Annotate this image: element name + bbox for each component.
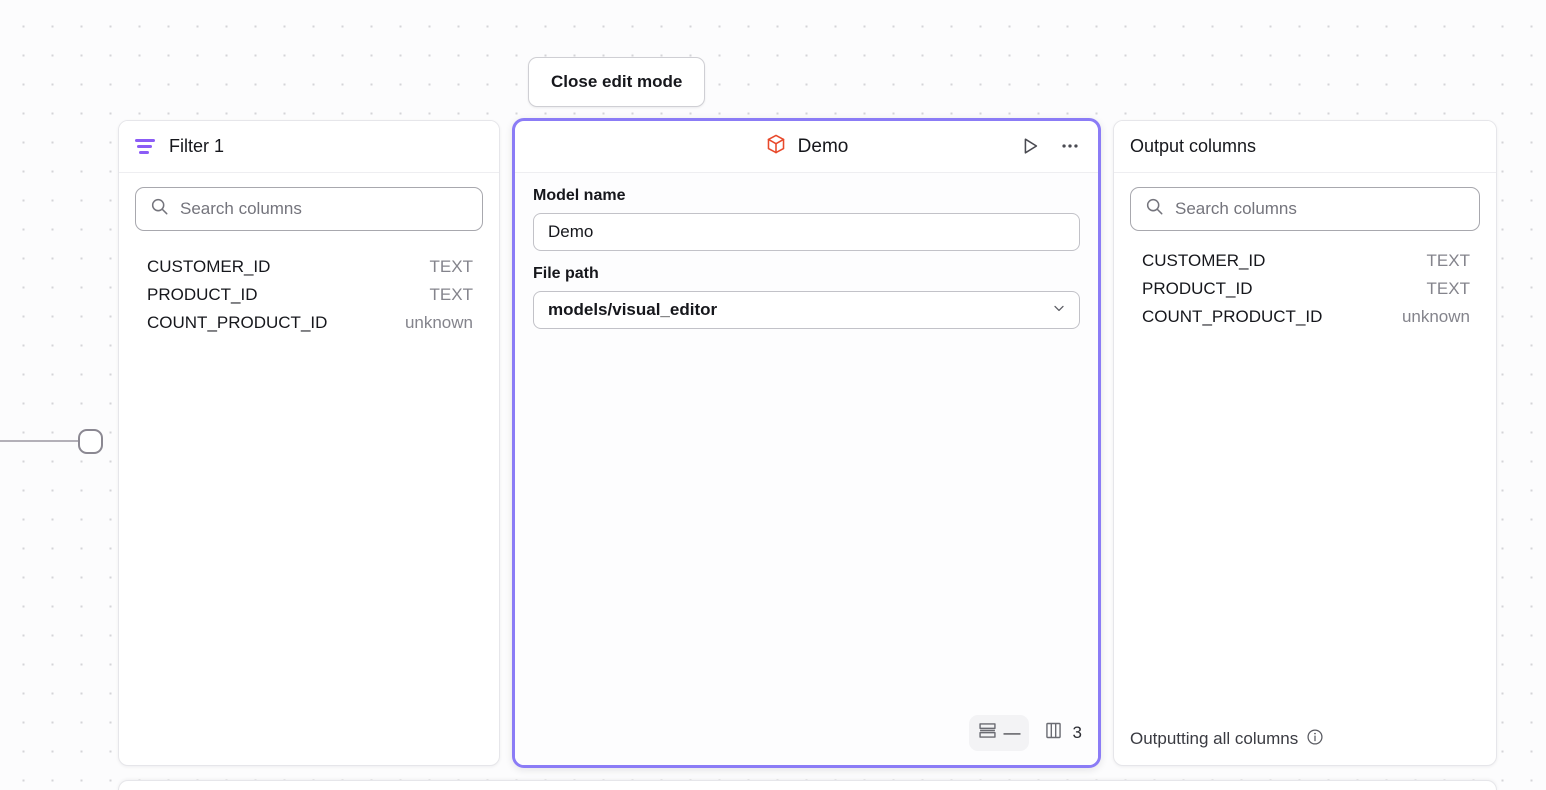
connector-handle[interactable] (78, 429, 103, 454)
search-placeholder: Search columns (1175, 199, 1297, 219)
rows-count: — (1004, 723, 1021, 743)
table-row[interactable]: COUNT_PRODUCT_ID unknown (1130, 303, 1480, 331)
column-name: COUNT_PRODUCT_ID (1142, 307, 1322, 327)
filter-column-list: CUSTOMER_ID TEXT PRODUCT_ID TEXT COUNT_P… (135, 253, 483, 337)
model-name-value: Demo (548, 222, 593, 242)
output-footer-text: Outputting all columns (1130, 729, 1298, 749)
column-type: TEXT (1427, 251, 1470, 271)
column-type: unknown (405, 313, 473, 333)
chevron-down-icon (1051, 300, 1067, 321)
column-name: PRODUCT_ID (1142, 279, 1253, 299)
table-row[interactable]: COUNT_PRODUCT_ID unknown (135, 309, 483, 337)
filter-icon (135, 136, 157, 158)
output-panel-footer: Outputting all columns (1114, 713, 1496, 765)
run-button[interactable] (1016, 133, 1044, 161)
output-panel-title: Output columns (1130, 136, 1256, 157)
column-name: PRODUCT_ID (147, 285, 258, 305)
model-name-input[interactable]: Demo (533, 213, 1080, 251)
search-input[interactable]: Search columns (135, 187, 483, 231)
model-panel-body: Model name Demo File path models/visual_… (515, 173, 1098, 707)
close-edit-mode-label: Close edit mode (551, 72, 682, 92)
model-node-panel[interactable]: Demo (512, 118, 1101, 768)
table-row[interactable]: PRODUCT_ID TEXT (135, 281, 483, 309)
table-row[interactable]: PRODUCT_ID TEXT (1130, 275, 1480, 303)
search-icon (1145, 197, 1164, 221)
columns-icon (1043, 720, 1064, 746)
bottom-node-panel[interactable] (118, 780, 1497, 790)
column-name: CUSTOMER_ID (147, 257, 270, 277)
file-path-value: models/visual_editor (548, 300, 717, 320)
column-count-group[interactable]: 3 (1039, 720, 1082, 746)
model-panel-title: Demo (798, 136, 849, 158)
search-input[interactable]: Search columns (1130, 187, 1480, 231)
column-type: TEXT (1427, 279, 1470, 299)
model-panel-title-group: Demo (529, 133, 1084, 160)
output-panel-body: Search columns CUSTOMER_ID TEXT PRODUCT_… (1114, 173, 1496, 713)
model-panel-header: Demo (515, 121, 1098, 173)
connector-edge (0, 440, 82, 442)
column-name: COUNT_PRODUCT_ID (147, 313, 327, 333)
ellipsis-icon (1059, 135, 1081, 160)
more-options-button[interactable] (1056, 133, 1084, 161)
play-icon (1019, 135, 1041, 160)
filter-panel-header: Filter 1 (119, 121, 499, 173)
search-placeholder: Search columns (180, 199, 302, 219)
table-row[interactable]: CUSTOMER_ID TEXT (1130, 247, 1480, 275)
filter-panel-body: Search columns CUSTOMER_ID TEXT PRODUCT_… (119, 173, 499, 765)
row-count-group[interactable]: — (969, 715, 1029, 751)
model-name-label: Model name (533, 187, 1080, 205)
output-column-list: CUSTOMER_ID TEXT PRODUCT_ID TEXT COUNT_P… (1130, 247, 1480, 331)
column-name: CUSTOMER_ID (1142, 251, 1265, 271)
column-type: unknown (1402, 307, 1470, 327)
model-panel-footer: — 3 (515, 707, 1098, 765)
model-panel-actions (1016, 121, 1084, 173)
columns-count: 3 (1073, 723, 1082, 743)
output-columns-panel[interactable]: Output columns Search columns CUSTOMER_I… (1113, 120, 1497, 766)
rows-icon (977, 720, 998, 746)
close-edit-mode-button[interactable]: Close edit mode (528, 57, 705, 107)
file-path-select[interactable]: models/visual_editor (533, 291, 1080, 329)
table-row[interactable]: CUSTOMER_ID TEXT (135, 253, 483, 281)
output-panel-header: Output columns (1114, 121, 1496, 173)
filter-panel-title: Filter 1 (169, 136, 224, 157)
file-path-label: File path (533, 265, 1080, 283)
column-type: TEXT (430, 257, 473, 277)
search-icon (150, 197, 169, 221)
column-type: TEXT (430, 285, 473, 305)
filter-node-panel[interactable]: Filter 1 Search columns CUSTOMER_ID TEXT (118, 120, 500, 766)
info-icon[interactable] (1306, 728, 1324, 751)
cube-icon (765, 133, 787, 160)
